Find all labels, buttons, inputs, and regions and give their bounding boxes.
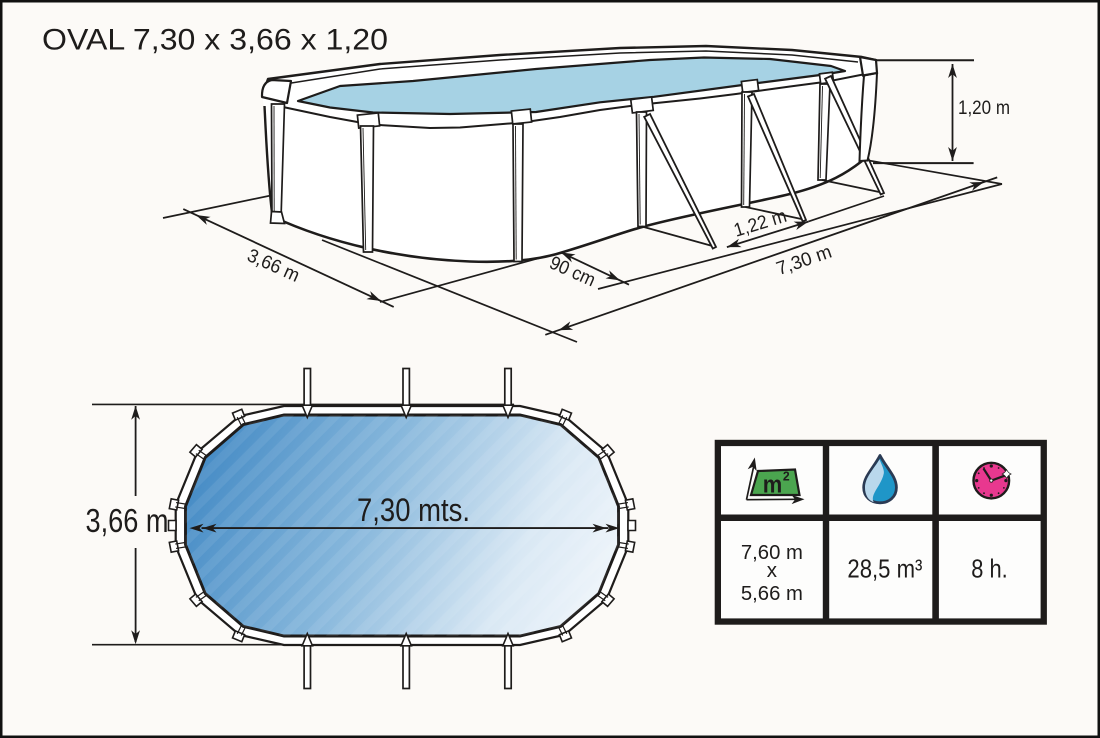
svg-text:7,30 mts.: 7,30 mts.: [357, 492, 470, 528]
svg-text:7,60 m: 7,60 m: [741, 541, 803, 564]
svg-text:8 h.: 8 h.: [971, 554, 1008, 584]
svg-text:2: 2: [783, 470, 790, 484]
svg-text:x: x: [767, 559, 778, 582]
svg-text:3,66 m: 3,66 m: [86, 502, 169, 539]
svg-text:OVAL 7,30 x 3,66 x 1,20: OVAL 7,30 x 3,66 x 1,20: [42, 24, 388, 57]
svg-text:1,20 m: 1,20 m: [958, 98, 1010, 119]
svg-text:5,66 m: 5,66 m: [741, 582, 803, 605]
svg-text:28,5 m³: 28,5 m³: [847, 554, 922, 584]
svg-text:m: m: [763, 472, 783, 499]
